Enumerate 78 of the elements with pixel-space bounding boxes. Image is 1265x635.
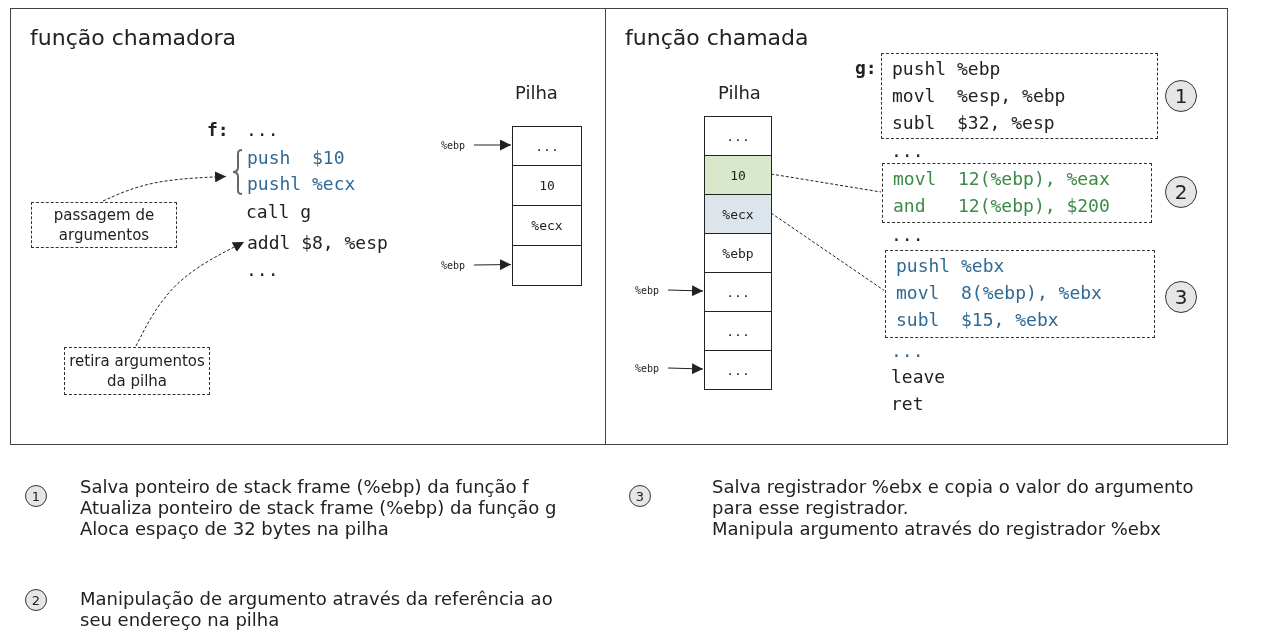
stack-title: Pilha bbox=[515, 81, 558, 105]
code-block bbox=[885, 250, 1155, 338]
panel bbox=[10, 8, 606, 445]
callout-box bbox=[31, 202, 177, 248]
code-line: %ecx bbox=[722, 206, 754, 222]
code-line: retira argumentos da pilha bbox=[68, 351, 206, 391]
code-line: ret bbox=[891, 392, 924, 416]
code-line: movl 8(%ebp), %ebx bbox=[896, 281, 1103, 305]
step-number-circle: 2 bbox=[25, 589, 47, 611]
stack-cell bbox=[704, 350, 772, 390]
pointer-label: %ebp bbox=[635, 361, 669, 377]
stack-cell bbox=[512, 165, 582, 206]
panel-title: função chamada bbox=[625, 25, 809, 50]
code-line: pushl %ebx bbox=[896, 254, 1006, 278]
code-line: movl 12(%ebp), %eax bbox=[893, 167, 1111, 191]
stack-cell bbox=[512, 205, 582, 246]
stack-cell bbox=[704, 272, 772, 312]
code-line: 10 bbox=[730, 167, 746, 183]
code-line: f: bbox=[207, 118, 229, 142]
step-description: Atualiza ponteiro de stack frame (%ebp) da função g bbox=[80, 497, 558, 518]
pointer-arrow bbox=[667, 285, 704, 297]
code-line: g: bbox=[855, 56, 877, 80]
code-line: pushl %ecx bbox=[247, 172, 357, 196]
code-block bbox=[881, 53, 1158, 139]
step-description: Salva registrador %ebx e copia o valor do argumento para esse registrador. bbox=[712, 476, 1195, 518]
code-line: ... bbox=[246, 118, 279, 142]
stack-cell bbox=[512, 245, 582, 286]
stack-cell bbox=[704, 194, 772, 234]
dashed-arrow bbox=[102, 171, 227, 202]
stack-cell bbox=[704, 155, 772, 195]
step-number-circle: 3 bbox=[629, 485, 651, 507]
code-block bbox=[882, 163, 1152, 223]
code-line: ... bbox=[246, 258, 279, 282]
step-description: Manipulação de argumento através da referência ao seu endereço na pilha bbox=[80, 588, 554, 630]
code-line: ... bbox=[535, 138, 559, 154]
leader-line bbox=[770, 212, 885, 291]
code-line: subl $32, %esp bbox=[892, 111, 1056, 135]
code-line: ... bbox=[726, 284, 750, 300]
pointer-label: %ebp bbox=[635, 283, 669, 299]
code-line: subl $15, %ebx bbox=[896, 308, 1060, 332]
stack-title: Pilha bbox=[718, 81, 761, 105]
code-line: 10 bbox=[539, 178, 555, 193]
step-number-circle: 3 bbox=[1165, 281, 1197, 313]
step-number-circle: 1 bbox=[1165, 80, 1197, 112]
panel-title: função chamadora bbox=[30, 25, 237, 50]
code-line: pushl %ebp bbox=[892, 57, 1002, 81]
stack-cell bbox=[704, 116, 772, 156]
code-line: ... bbox=[891, 139, 924, 163]
code-line: passagem de argumentos bbox=[52, 205, 156, 245]
code-line: ... bbox=[726, 128, 750, 144]
pointer-label: %ebp bbox=[441, 258, 475, 274]
code-line: leave bbox=[891, 365, 946, 389]
pointer-label: %ebp bbox=[441, 138, 475, 154]
code-line: call g bbox=[246, 200, 312, 224]
step-description: Manipula argumento através do registrador %ebx bbox=[712, 518, 1162, 539]
code-line: %ecx bbox=[531, 218, 563, 233]
code-line: addl $8, %esp bbox=[247, 231, 389, 255]
code-line: and 12(%ebp), $200 bbox=[893, 194, 1111, 218]
code-line: ... bbox=[726, 362, 750, 378]
code-line: %ebp bbox=[722, 245, 754, 261]
stack-cell bbox=[512, 126, 582, 166]
stack-cell bbox=[704, 233, 772, 273]
step-description: Salva ponteiro de stack frame (%ebp) da função f bbox=[80, 476, 530, 497]
step-number-circle: 1 bbox=[25, 485, 47, 507]
pointer-arrow bbox=[667, 363, 704, 375]
dashed-arrow bbox=[135, 241, 245, 347]
pointer-arrow bbox=[473, 139, 512, 151]
stack-cell bbox=[704, 311, 772, 351]
code-line: ... bbox=[891, 339, 924, 363]
pointer-arrow bbox=[473, 259, 512, 271]
code-line: ... bbox=[726, 323, 750, 339]
code-line: movl %esp, %ebp bbox=[892, 84, 1067, 108]
step-description: Aloca espaço de 32 bytes na pilha bbox=[80, 518, 390, 539]
leader-line bbox=[770, 173, 882, 193]
panel bbox=[605, 8, 1228, 445]
step-number-circle: 2 bbox=[1165, 176, 1197, 208]
code-line: push $10 bbox=[247, 146, 346, 170]
code-line: ... bbox=[891, 223, 924, 247]
